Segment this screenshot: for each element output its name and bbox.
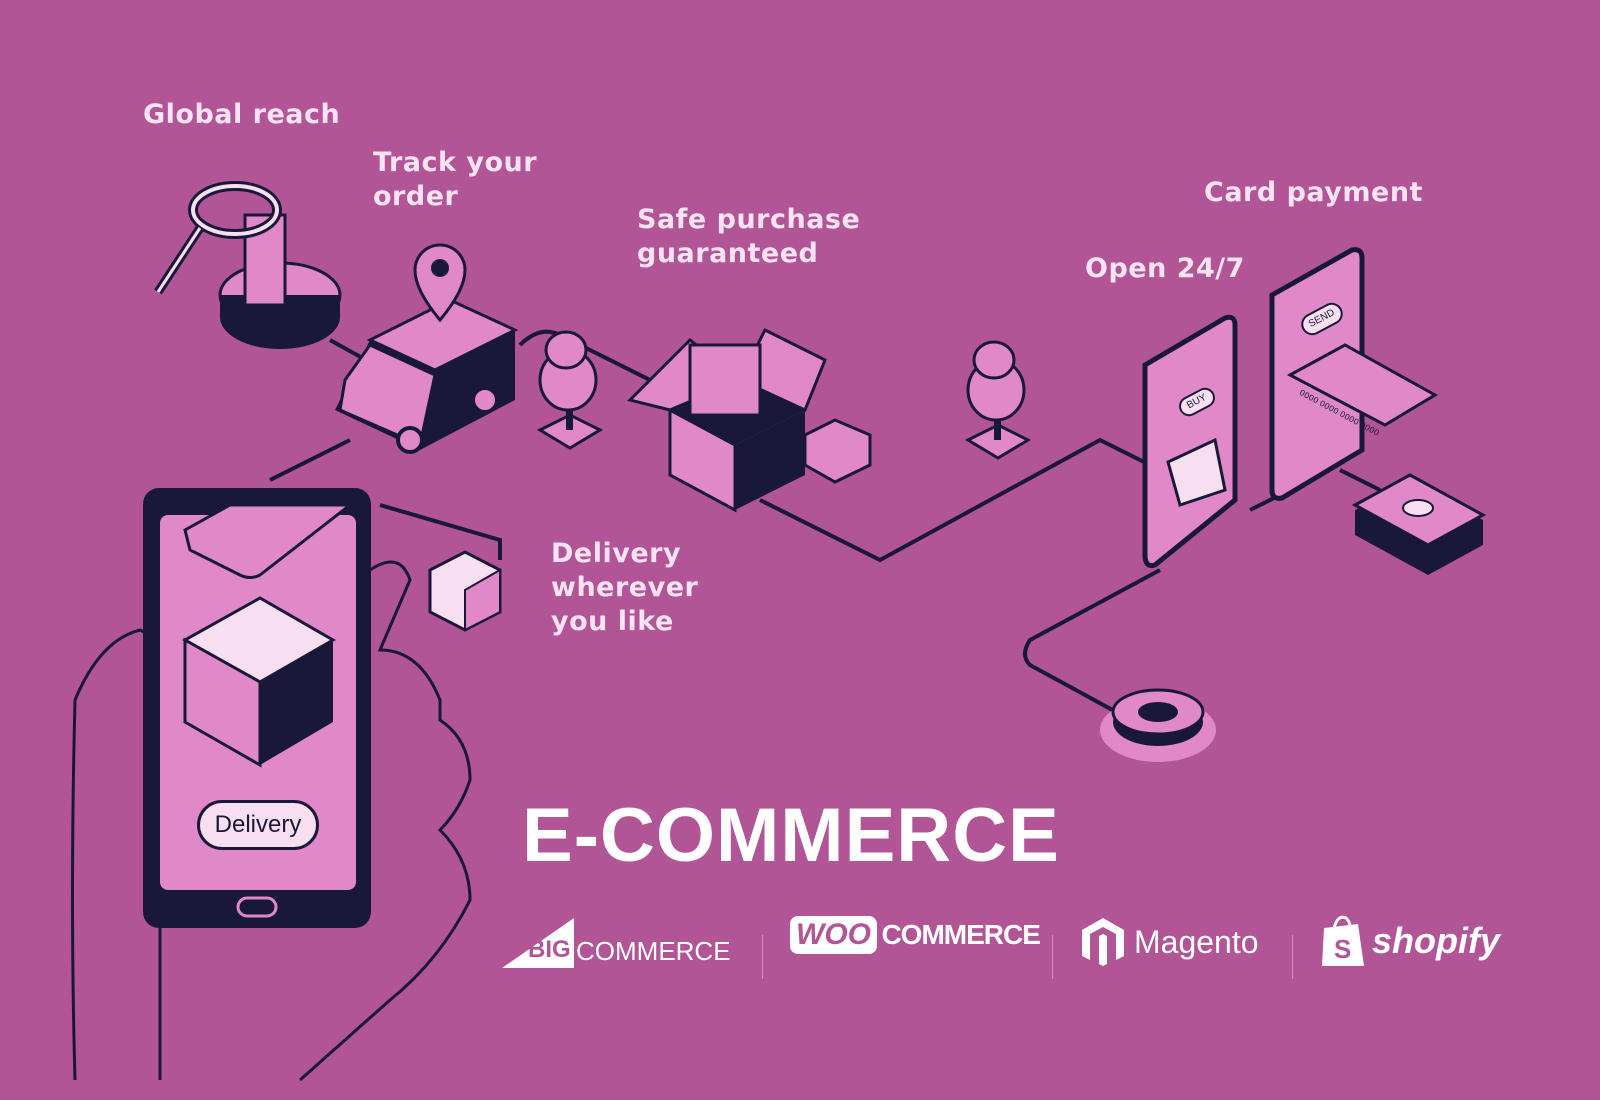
label-safe-purchase: Safe purchase guaranteed [637,203,860,271]
label-global-reach: Global reach [143,99,341,130]
label-line: you like [551,606,674,637]
magento-logo: Magento [1080,916,1259,968]
logo-text: shopify [1372,920,1501,961]
delivery-button[interactable]: Delivery [197,800,319,850]
hand-phone-icon [71,488,502,1082]
label-line: wherever [551,572,699,603]
label-delivery: Delivery wherever you like [551,537,698,639]
open-box-icon [627,327,872,513]
location-end-icon [1100,688,1216,762]
label-line: Safe purchase [637,204,861,235]
page-title: E-COMMERCE [522,793,1060,878]
label-line: guaranteed [637,238,819,269]
shopify-logo: S shopify [1320,914,1500,968]
logo-text: WOO [790,916,877,954]
delivery-van-icon [335,243,519,454]
divider [762,935,763,979]
logo-text: BIG [528,936,571,963]
magento-icon [1082,918,1124,966]
bigcommerce-triangle-icon [502,918,574,968]
label-line: Delivery [551,538,682,569]
global-reach-icon [154,181,342,349]
logo-text: Magento [1134,923,1259,960]
logo-text: COMMERCE [576,936,731,966]
buy-phone-icon [1142,314,1238,568]
bigcommerce-logo: BIG COMMERCE [502,918,742,968]
svg-text:S: S [1334,934,1351,964]
divider [1292,935,1293,979]
tree-icon [536,330,604,450]
divider [1052,935,1053,979]
woocommerce-logo: WOO COMMERCE [790,916,1041,954]
label-line: order [373,181,459,212]
label-line: Track your [373,147,538,178]
cash-stack-icon [1351,473,1487,575]
shopify-bag-icon: S [1322,915,1364,966]
payment-phone-icon [1269,247,1438,501]
tree-icon [964,340,1032,460]
label-open-247: Open 24/7 [1085,253,1245,284]
logo-text: COMMERCE [881,919,1040,950]
label-card-payment: Card payment [1204,177,1423,208]
label-track-order: Track your order [373,146,537,214]
